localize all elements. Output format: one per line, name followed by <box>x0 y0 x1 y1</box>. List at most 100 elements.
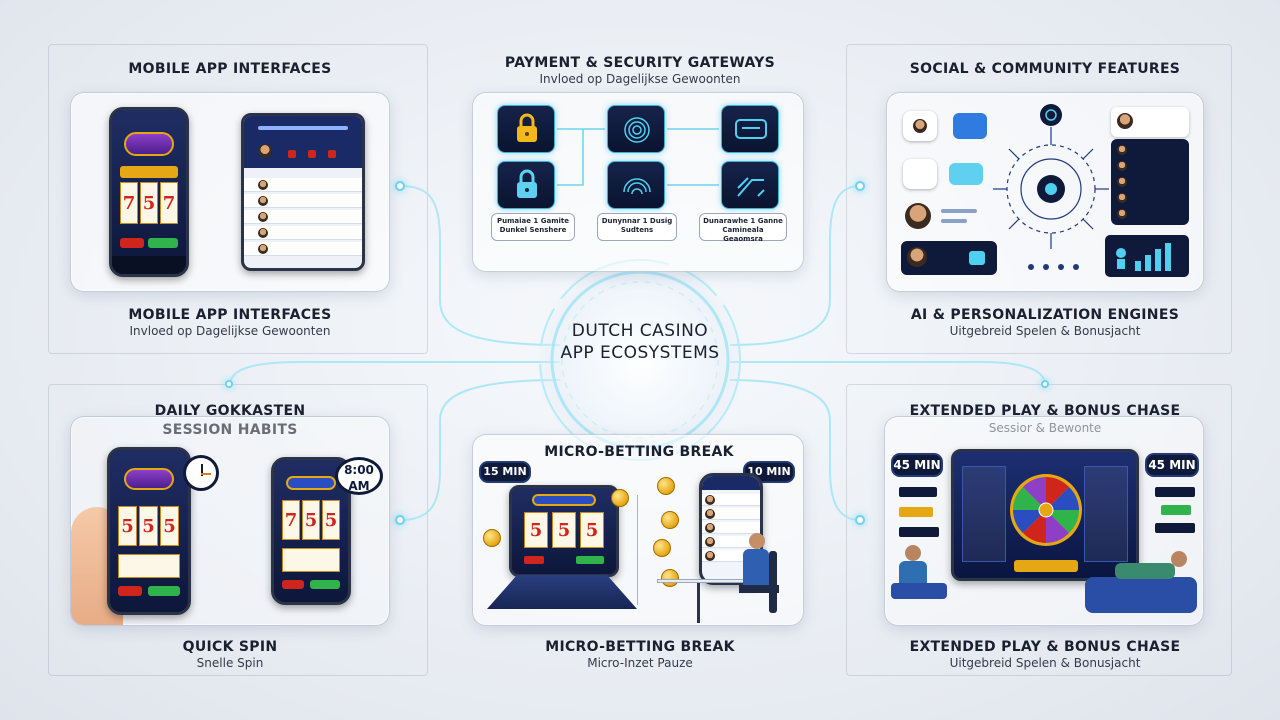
lock-tile-1[interactable] <box>497 105 555 153</box>
payment-panel: Pumaiae 1 Gamite Dunkel Senshere Dunynna… <box>472 92 804 272</box>
bonus-label <box>1161 505 1191 515</box>
micro-panel: MICRO-BETTING BREAK 15 MIN 10 MIN 5 5 5 <box>472 434 804 626</box>
avatar-icon[interactable] <box>905 203 931 229</box>
chair <box>769 551 777 613</box>
daily-phone-left[interactable]: 5 5 5 <box>107 447 191 615</box>
extended-section-title: EXTENDED PLAY & BONUS CHASE <box>909 403 1181 419</box>
network-tile[interactable] <box>721 161 779 209</box>
mobile-section-title: MOBILE APP INTERFACES <box>128 61 332 77</box>
profile-card[interactable] <box>901 241 997 275</box>
connector-node-1 <box>395 181 405 191</box>
social-bottom-title: AI & PERSONALIZATION ENGINES <box>910 307 1180 323</box>
connector-node-2 <box>855 181 865 191</box>
spin-button[interactable] <box>282 580 304 589</box>
tablet-stand <box>487 575 637 609</box>
chat-tile-1[interactable] <box>721 105 779 153</box>
bet-button[interactable] <box>310 580 340 589</box>
list-item[interactable] <box>702 522 760 534</box>
payment-caption-1: Pumaiae 1 Gamite Dunkel Senshere <box>491 213 575 241</box>
list-item[interactable] <box>702 494 760 506</box>
leaderboard-card[interactable] <box>1111 107 1189 137</box>
bet-button[interactable] <box>148 586 180 596</box>
list-item[interactable] <box>244 194 362 208</box>
person-left <box>905 545 921 561</box>
reel-2: 5 <box>140 182 158 224</box>
hub-title-line1: DUTCH CASINO <box>571 321 709 341</box>
spin-button[interactable] <box>120 238 144 248</box>
avatar-icon <box>258 144 272 158</box>
social-bottom-sub: Uitgebreid Spelen & Bonusjacht <box>949 324 1141 338</box>
extended-panel: 45 MIN 45 MIN <box>884 416 1204 626</box>
network-arrows-icon <box>737 177 765 197</box>
payment-arrows <box>557 128 719 186</box>
spin-button[interactable] <box>118 586 142 596</box>
bar-chart-icon <box>1105 235 1189 277</box>
region-top-left <box>48 44 428 354</box>
lock-icon <box>517 113 537 142</box>
mobile-bottom-sub: Invloed op Dagelijkse Gewoonten <box>129 324 331 338</box>
fingerprint-tile-2[interactable] <box>607 161 665 209</box>
fingerprint-icon <box>624 117 650 143</box>
extended-bottom-sub: Uitgebreid Spelen & Bonusjacht <box>949 656 1141 670</box>
lock-icon <box>517 169 537 198</box>
connector-node-3 <box>395 515 405 525</box>
connector-node-5 <box>225 380 233 388</box>
mobile-bottom-title: MOBILE APP INTERFACES <box>128 307 332 323</box>
bonus-wheel-icon[interactable] <box>1008 458 1084 558</box>
region-bottom-right <box>846 384 1232 676</box>
payment-caption-3: Dunarawhe 1 Ganne Camineala Geaomsra <box>699 213 787 243</box>
reel-3: 7 <box>160 182 178 224</box>
mobile-phone-slot[interactable]: 7 5 7 <box>109 107 189 277</box>
time-badge: 8:00 AM <box>335 457 383 495</box>
message-icon[interactable] <box>953 113 987 139</box>
micro-section-title: MICRO-BETTING BREAK <box>544 444 734 460</box>
bonus-label <box>899 527 939 537</box>
list-item[interactable] <box>244 226 362 240</box>
extended-right-badge: 45 MIN <box>1145 453 1199 477</box>
connector-node-6 <box>1041 380 1049 388</box>
chat-bubble-icon[interactable] <box>903 111 937 141</box>
payment-caption-2: Dunynnar 1 Dusig Sudtens <box>597 213 677 241</box>
coin-icon <box>657 477 675 495</box>
list-item[interactable] <box>244 178 362 192</box>
connector-right-mid <box>730 361 1046 386</box>
leaderboard-list[interactable] <box>1111 139 1189 225</box>
hub-title-line2: APP ECOSYSTEMS <box>560 343 720 363</box>
armchair <box>891 583 947 599</box>
list-item[interactable] <box>702 508 760 520</box>
mobile-panel: 7 5 7 <box>70 92 390 292</box>
coin-icon <box>611 489 629 507</box>
typing-icon[interactable] <box>949 163 983 185</box>
daily-phone-right[interactable]: 7 5 5 <box>271 457 351 605</box>
reel-1: 7 <box>120 182 138 224</box>
list-item[interactable] <box>702 536 760 548</box>
list-item[interactable] <box>244 242 362 256</box>
bonus-label <box>1155 523 1195 533</box>
connector-extended <box>729 379 861 521</box>
payment-section-title: PAYMENT & SECURITY GATEWAYS <box>504 55 776 71</box>
micro-bottom-title: MICRO-BETTING BREAK <box>545 639 735 655</box>
list-item[interactable] <box>244 210 362 224</box>
connector-daily <box>399 379 561 521</box>
chat-bubble-icon[interactable] <box>903 159 937 189</box>
bonus-label <box>899 507 933 517</box>
fingerprint-icon <box>623 178 651 195</box>
micro-left-badge: 15 MIN <box>479 461 531 483</box>
tablet-header <box>244 116 362 168</box>
fingerprint-tile-1[interactable] <box>607 105 665 153</box>
bet-button[interactable] <box>576 556 604 564</box>
micro-tablet[interactable]: 5 5 5 <box>509 485 619 577</box>
mobile-tablet-list[interactable] <box>241 113 365 271</box>
spin-button[interactable] <box>524 556 544 564</box>
extended-tv[interactable] <box>951 449 1139 581</box>
lock-tile-2[interactable] <box>497 161 555 209</box>
daily-title-line1: DAILY GOKKASTEN <box>154 403 306 419</box>
connector-social <box>729 185 861 346</box>
social-section-title: SOCIAL & COMMUNITY FEATURES <box>909 61 1181 77</box>
daily-panel: 5 5 5 7 5 5 8:00 AM <box>70 416 390 626</box>
bonus-label <box>1155 487 1195 497</box>
daily-title-line2: SESSION HABITS <box>162 422 298 438</box>
extended-section-sub: Sessior & Bewonte <box>988 421 1102 435</box>
bet-button[interactable] <box>148 238 178 248</box>
